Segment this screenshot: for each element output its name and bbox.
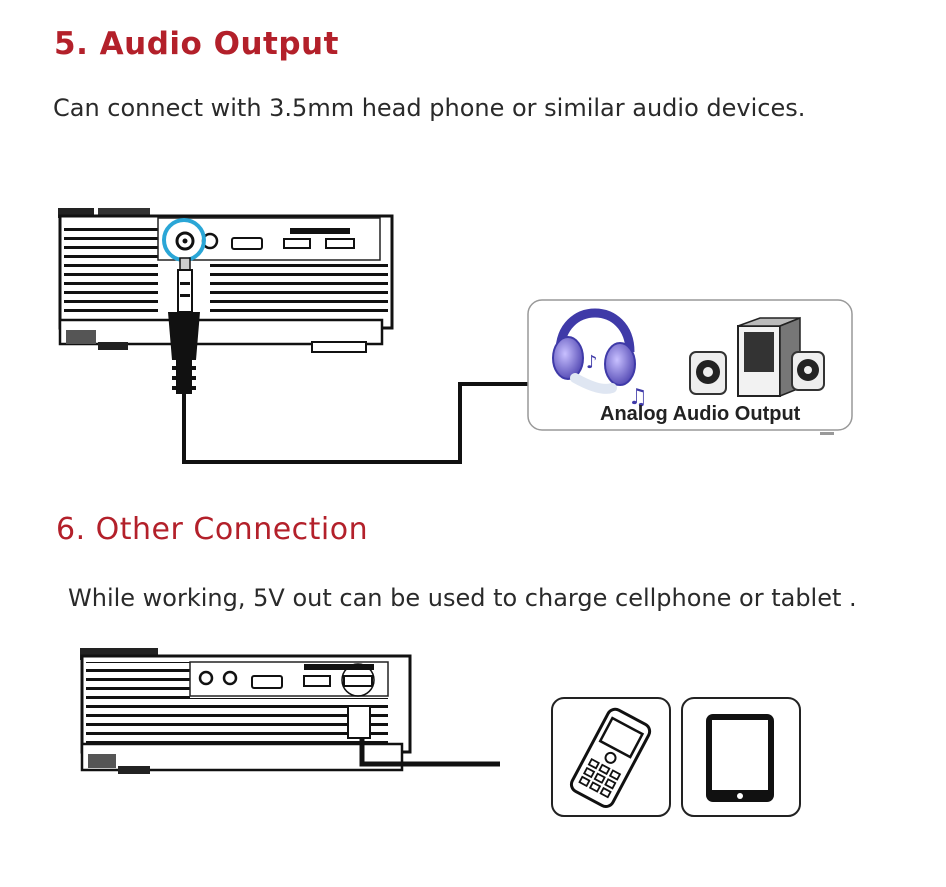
- section-5-title: 5. Audio Output: [54, 26, 339, 62]
- audio-cable: [182, 382, 528, 464]
- cellphone-icon: [551, 697, 671, 817]
- headphones-icon: ♪ ♫: [552, 308, 648, 410]
- projector-rear-panel-bottom: [80, 648, 412, 774]
- audio-output-card-label: Analog Audio Output: [600, 403, 801, 425]
- svg-text:♫: ♫: [628, 385, 648, 410]
- svg-text:♪: ♪: [586, 352, 598, 373]
- usb-cable: [359, 738, 500, 767]
- card-mark: [820, 432, 834, 435]
- speaker-system-icon: [689, 316, 825, 398]
- projector-rear-panel-top: [58, 208, 394, 353]
- section-6-description: While working, 5V out can be used to cha…: [68, 584, 857, 612]
- audio-plug: [168, 257, 200, 394]
- tablet-icon: [681, 697, 801, 817]
- section-5-description: Can connect with 3.5mm head phone or sim…: [53, 94, 806, 122]
- section-6-title: 6. Other Connection: [56, 512, 369, 547]
